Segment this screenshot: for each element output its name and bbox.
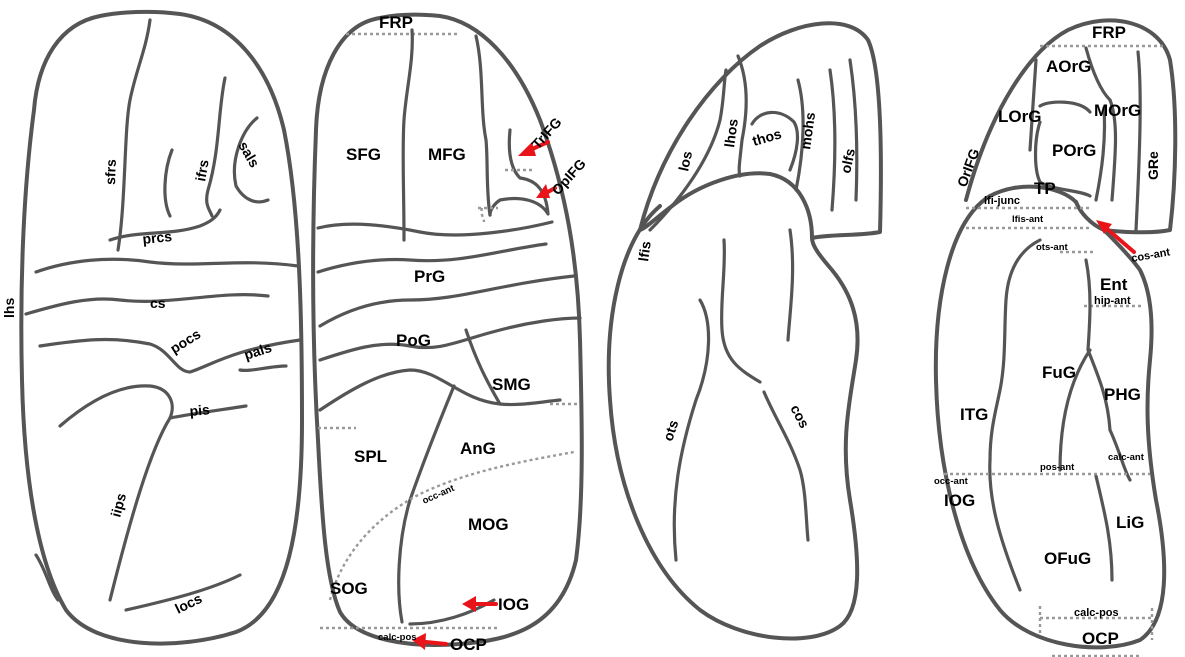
label-LiG: LiG	[1116, 513, 1144, 532]
label-SFG: SFG	[346, 145, 381, 164]
label-pocs: pocs	[167, 326, 203, 357]
label-cos-ant: cos-ant	[1130, 246, 1171, 265]
label-lfis-ant: lfis-ant	[1012, 214, 1044, 225]
label-MOrG: MOrG	[1094, 101, 1141, 120]
label-TP: TP	[1034, 179, 1056, 198]
label-LOrG: LOrG	[998, 107, 1041, 126]
panel3-outline-lower	[609, 206, 858, 639]
label-lhos: lhos	[721, 117, 741, 148]
label-calc-pos-ventral: calc-pos	[1074, 607, 1119, 619]
panel-lateral-sulci: lhs sfrs ifrs sals prcs cs pocs pals pis…	[1, 12, 302, 644]
label-hip-ant: hip-ant	[1094, 295, 1131, 307]
label-OCP: OCP	[450, 635, 487, 654]
label-OrIFG: OrIFG	[954, 146, 983, 189]
label-OCP-ventral: OCP	[1082, 629, 1119, 648]
label-POrG: POrG	[1052, 141, 1096, 160]
label-IOG-ventral: IOG	[944, 491, 975, 510]
panel-ventral-gyri: FRP AOrG LOrG MOrG OrIFG POrG GRe TP lfi…	[934, 20, 1175, 656]
label-mohs: mohs	[797, 111, 818, 150]
label-ots-ant: ots-ant	[1036, 242, 1069, 253]
label-occ-ant-ventral: occ-ant	[934, 476, 969, 487]
label-calc-pos: calc-pos	[378, 632, 417, 643]
label-thos: thos	[750, 125, 783, 149]
label-lfi-junc: lfi-junc	[984, 195, 1020, 207]
label-SOG: SOG	[330, 579, 368, 598]
label-FuG: FuG	[1042, 363, 1076, 382]
label-ots: ots	[660, 418, 682, 443]
label-TrIFG: TrIFG	[528, 114, 564, 152]
label-Ent: Ent	[1100, 275, 1128, 294]
label-prcs: prcs	[142, 228, 173, 247]
label-AOrG: AOrG	[1046, 57, 1091, 76]
label-locs: locs	[172, 590, 204, 617]
label-olfs: olfs	[837, 147, 858, 175]
label-los: los	[675, 149, 695, 172]
panel-lateral-gyri: FRP SFG MFG TrIFG OpIFG PrG PoG SMG SPL …	[313, 13, 589, 654]
label-calc-ant: calc-ant	[1108, 452, 1145, 463]
label-pis: pis	[189, 401, 211, 419]
label-pals: pals	[242, 339, 274, 363]
label-sals: sals	[235, 139, 263, 171]
label-GRe: GRe	[1145, 151, 1161, 180]
label-sfrs: sfrs	[102, 159, 119, 185]
label-FRP-ventral: FRP	[1092, 23, 1126, 42]
panel-ventral-sulci: los lhos thos mohs olfs lfis ots cos	[609, 23, 881, 638]
label-ifrs: ifrs	[192, 158, 212, 182]
label-lhs: lhs	[1, 298, 17, 318]
label-SMG: SMG	[492, 375, 531, 394]
label-PoG: PoG	[396, 331, 431, 350]
label-IOG: IOG	[498, 595, 529, 614]
label-cos: cos	[787, 402, 813, 431]
label-PrG: PrG	[414, 267, 445, 286]
label-SPL: SPL	[354, 447, 387, 466]
label-FRP: FRP	[379, 13, 413, 32]
label-AnG: AnG	[460, 439, 496, 458]
label-MOG: MOG	[468, 515, 509, 534]
label-PHG: PHG	[1104, 385, 1141, 404]
label-iips: iips	[107, 491, 129, 519]
label-cs: cs	[150, 295, 166, 311]
label-ITG: ITG	[960, 405, 988, 424]
label-OFuG: OFuG	[1044, 549, 1091, 568]
label-MFG: MFG	[428, 145, 466, 164]
panel1-outline	[21, 12, 302, 644]
label-lfis: lfis	[635, 240, 654, 262]
label-pos-ant: pos-ant	[1040, 462, 1075, 473]
